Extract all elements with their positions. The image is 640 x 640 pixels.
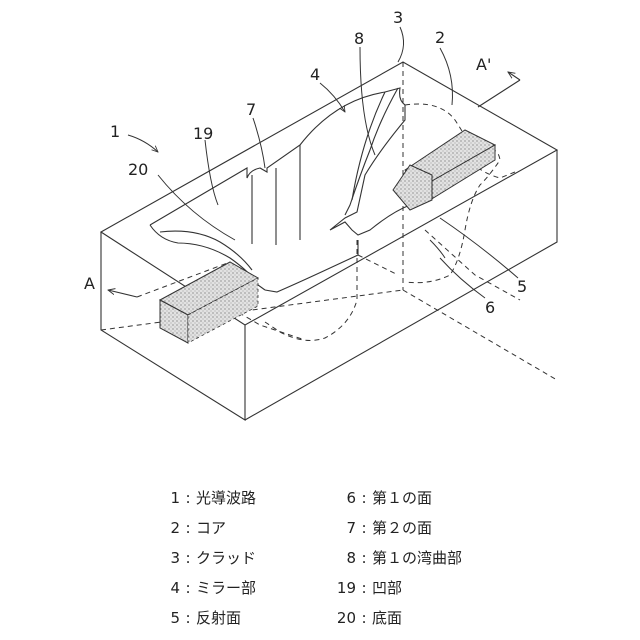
legend-number: 4	[158, 578, 180, 598]
legend-separator: :	[180, 548, 196, 568]
label-device: 1	[110, 122, 120, 141]
reference-legend: 1:光導波路 2:コア 3:クラッド 4:ミラー部 5:反射面 6:第１の面 7…	[0, 488, 640, 638]
recess-outline	[150, 88, 427, 292]
label-recess: 19	[193, 124, 213, 143]
legend-separator: :	[180, 488, 196, 508]
legend-item: 1:光導波路	[158, 488, 256, 508]
legend-item: 8:第１の湾曲部	[318, 548, 462, 568]
legend-item: 19:凹部	[318, 578, 402, 598]
label-bottom-surface: 20	[128, 160, 148, 179]
legend-number: 7	[318, 518, 356, 538]
legend-separator: :	[180, 518, 196, 538]
legend-separator: :	[356, 608, 372, 628]
legend-separator: :	[356, 518, 372, 538]
core-right-section	[393, 130, 495, 210]
section-line	[108, 72, 520, 297]
legend-text: 底面	[372, 609, 402, 627]
legend-separator: :	[356, 548, 372, 568]
label-section-a: A	[84, 274, 95, 293]
legend-text: 反射面	[196, 609, 241, 627]
legend-text: ミラー部	[196, 579, 256, 597]
label-first-bend: 8	[354, 29, 364, 48]
label-cladding: 3	[393, 8, 403, 27]
core-left-end	[160, 262, 258, 343]
legend-item: 6:第１の面	[318, 488, 432, 508]
legend-number: 1	[158, 488, 180, 508]
legend-number: 6	[318, 488, 356, 508]
legend-item: 3:クラッド	[158, 548, 256, 568]
label-first-surface: 6	[485, 298, 495, 317]
legend-number: 20	[318, 608, 356, 628]
legend-number: 8	[318, 548, 356, 568]
label-mirror: 4	[310, 65, 320, 84]
legend-text: クラッド	[196, 549, 256, 567]
legend-text: 第１の湾曲部	[372, 549, 462, 567]
legend-number: 3	[158, 548, 180, 568]
legend-item: 5:反射面	[158, 608, 241, 628]
optical-waveguide-diagram: 1 2 3 8 4 7 19 20 5 6 A A'	[0, 0, 640, 460]
legend-item: 7:第２の面	[318, 518, 432, 538]
legend-text: 光導波路	[196, 489, 256, 507]
legend-item: 2:コア	[158, 518, 226, 538]
legend-text: 凹部	[372, 579, 402, 597]
label-reflective-surface: 5	[517, 277, 527, 296]
legend-separator: :	[180, 608, 196, 628]
legend-separator: :	[180, 578, 196, 598]
legend-number: 2	[158, 518, 180, 538]
label-core: 2	[435, 28, 445, 47]
legend-text: 第２の面	[372, 519, 432, 537]
legend-item: 4:ミラー部	[158, 578, 256, 598]
legend-text: 第１の面	[372, 489, 432, 507]
legend-item: 20:底面	[318, 608, 402, 628]
legend-separator: :	[356, 488, 372, 508]
legend-separator: :	[356, 578, 372, 598]
legend-number: 5	[158, 608, 180, 628]
legend-text: コア	[196, 519, 226, 537]
legend-number: 19	[318, 578, 356, 598]
label-second-surface: 7	[246, 100, 256, 119]
label-section-a-prime: A'	[476, 55, 491, 74]
